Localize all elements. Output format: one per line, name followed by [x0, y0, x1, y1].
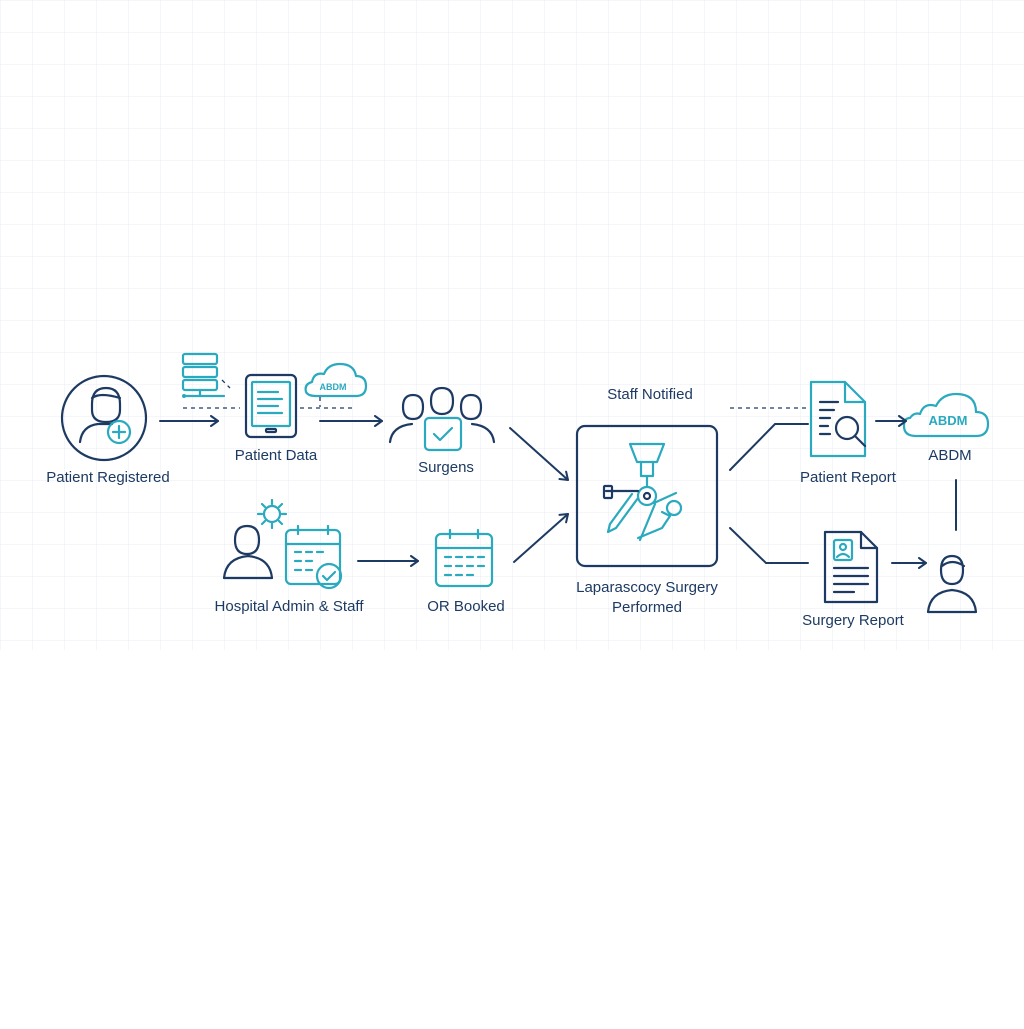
- label-surgeons: Surgens: [418, 459, 474, 476]
- surgery-node-box: [575, 424, 719, 568]
- profile-document-icon: [823, 530, 879, 604]
- line-surgery-to-patient-report: [729, 423, 809, 471]
- user-gear-calendar-icon: [222, 498, 343, 590]
- arrow-or-to-surgery: [513, 513, 569, 563]
- calendar-icon: [434, 528, 494, 588]
- cloud-icon: ABDM: [304, 362, 368, 407]
- label-hospital-admin: Hospital Admin & Staff: [214, 598, 364, 615]
- label-abdm: ABDM: [928, 447, 972, 464]
- label-patient-data: Patient Data: [234, 447, 318, 464]
- tablet-document-icon: [244, 373, 298, 439]
- label-surgery-line2: Performed: [611, 599, 683, 616]
- large-cloud-label: ABDM: [929, 413, 968, 428]
- grid-background: [0, 0, 1024, 650]
- label-surgery-report: Surgery Report: [802, 612, 904, 629]
- label-patient-report: Patient Report: [800, 469, 896, 486]
- server-stack-icon: [181, 352, 231, 398]
- user-icon: [926, 554, 978, 614]
- document-magnifier-icon: [809, 380, 867, 458]
- label-staff-notified: Staff Notified: [607, 386, 693, 403]
- line-surgery-to-surgery-report: [729, 527, 809, 564]
- user-group-check-icon: [388, 386, 496, 452]
- label-patient-registered: Patient Registered: [46, 469, 170, 486]
- label-or-booked: OR Booked: [427, 598, 505, 615]
- patient-plus-icon: [60, 374, 148, 462]
- arrow-surgeons-to-surgery: [509, 427, 569, 481]
- laparoscopic-robot-icon: [602, 442, 683, 542]
- small-cloud-label: ABDM: [320, 382, 347, 392]
- label-surgery-line1: Laparascocy Surgery: [576, 579, 718, 596]
